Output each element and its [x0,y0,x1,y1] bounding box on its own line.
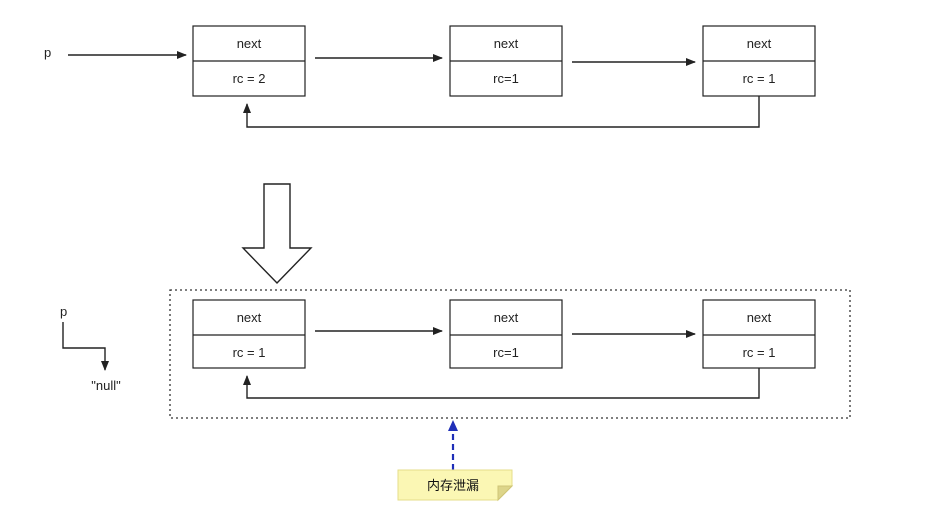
pointer-p-arrow-bottom [62,322,109,371]
bottom-node-3: next rc = 1 [702,299,816,369]
pointer-p-label-top: p [44,45,51,60]
bottom-node-3-rc: rc = 1 [743,345,776,360]
bottom-node-2-next: next [494,310,519,325]
top-node-2-rc: rc=1 [493,71,519,86]
top-node-3-next: next [747,36,772,51]
top-node-2: next rc=1 [449,25,563,97]
transition-arrow-icon [241,183,313,285]
bottom-node-2-rc: rc=1 [493,345,519,360]
pointer-p-label-bottom: p [60,304,67,319]
bottom-node-3-next: next [747,310,772,325]
top-back-link-3-1 [243,96,760,128]
top-node-3-rc: rc = 1 [743,71,776,86]
top-node-1: next rc = 2 [192,25,306,97]
bottom-node-1-rc: rc = 1 [233,345,266,360]
top-node-1-next: next [237,36,262,51]
leaked-region-box [169,289,851,419]
bottom-back-link-3-1 [243,368,760,399]
bottom-node-1: next rc = 1 [192,299,306,369]
top-node-2-next: next [494,36,519,51]
null-label: "null" [91,378,121,393]
memory-leak-note-text: 内存泄漏 [427,478,479,494]
top-node-3: next rc = 1 [702,25,816,97]
memory-leak-note: 内存泄漏 [397,469,514,502]
bottom-node-2: next rc=1 [449,299,563,369]
top-node-1-rc: rc = 2 [233,71,266,86]
bottom-node-1-next: next [237,310,262,325]
